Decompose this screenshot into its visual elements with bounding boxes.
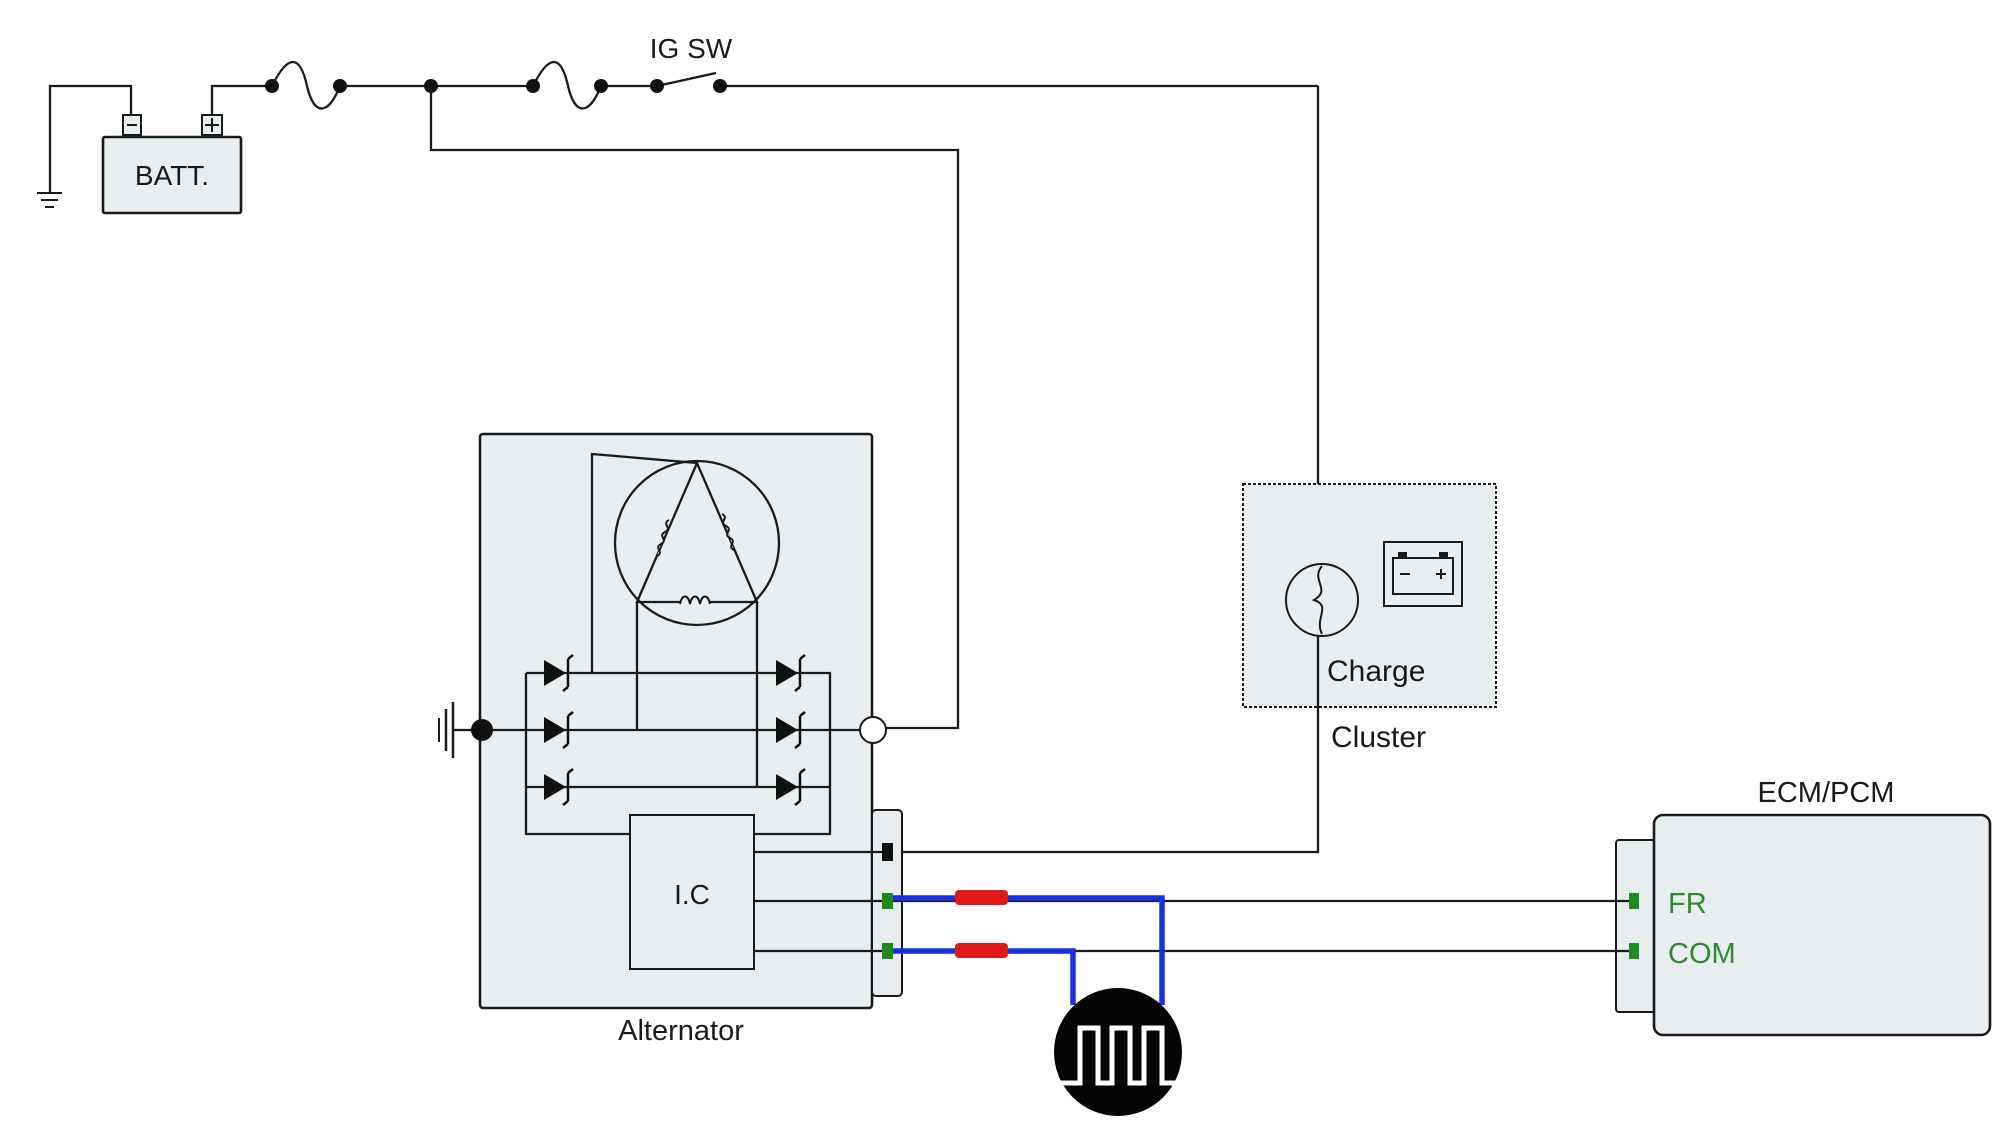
diode-icon [544,654,574,692]
ecm-label: ECM/PCM [1758,777,1895,809]
cluster: Charge [1242,483,1497,708]
alternator: I.C [470,432,903,1010]
diode-icon [544,711,574,749]
fuse-icon [270,61,342,110]
diode-icon [776,768,806,806]
fuse-icon [531,61,603,110]
main-feed-wire [210,61,1320,570]
lamp-wire [889,636,1320,854]
battery: BATT. [101,114,243,215]
ignition-switch-contact [656,71,717,88]
diode-icon [776,654,806,692]
b-plus-wire [429,86,960,730]
charge-label: Charge [1327,655,1425,688]
rectifier-bridge [470,654,860,836]
charge-lamp-icon [1285,563,1359,637]
b-terminal [859,716,887,744]
ground-icon [37,84,133,208]
com-label: COM [1668,938,1736,970]
fr-label: FR [1668,888,1707,920]
ground-icon [438,702,493,758]
probe-tip [955,943,1008,958]
square-wave-icon [1054,988,1182,1116]
battery-label: BATT. [135,160,209,191]
stator-icon [613,459,781,627]
oscilloscope-probe [893,890,1182,1116]
diode-icon [776,711,806,749]
ic-label: I.C [674,879,710,910]
ecm-connector [1615,839,1659,1013]
ic-regulator [629,814,755,970]
battery-warning-icon [1383,541,1463,607]
diode-icon [544,768,574,806]
ignition-switch-label: IG SW [650,33,733,64]
ecm-pcm: FR COM [1615,813,1992,1037]
probe-tip [955,890,1008,905]
alternator-label: Alternator [618,1015,744,1047]
cluster-label: Cluster [1331,721,1426,754]
